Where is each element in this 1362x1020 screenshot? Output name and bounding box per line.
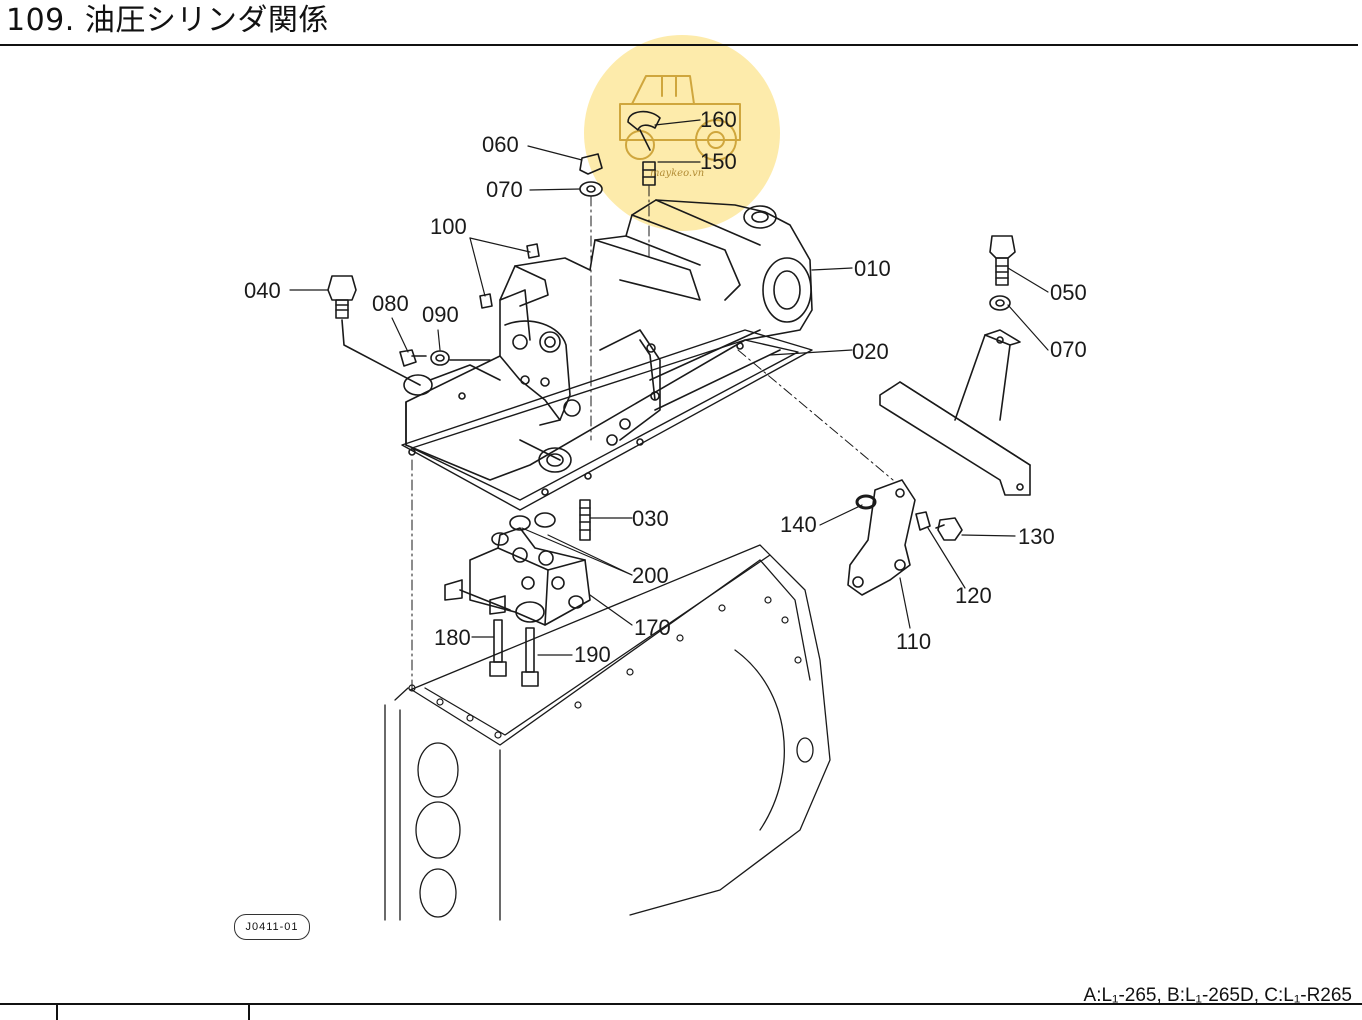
- callout-140: 140: [780, 512, 817, 537]
- hydraulic-cylinder-housing: [403, 199, 813, 496]
- nut-060: [579, 153, 603, 197]
- bolt-050: [989, 235, 1016, 311]
- callout-110: 110: [896, 629, 932, 654]
- o-rings: [491, 512, 556, 546]
- plug-080: [399, 349, 491, 367]
- leader-lines: [289, 119, 1049, 656]
- callout-090: 090: [422, 302, 459, 327]
- footer-column-divider: [248, 1003, 250, 1020]
- callout-180: 180: [434, 625, 471, 650]
- callout-060: 060: [482, 132, 519, 157]
- elbow-fitting: [627, 110, 661, 186]
- callout-130: 130: [1018, 524, 1055, 549]
- footer-rule: [0, 1003, 1362, 1005]
- drawing-code: J0411-01: [234, 914, 310, 940]
- set-screws: [479, 243, 540, 309]
- transmission-case: [384, 544, 831, 921]
- bracket-arm: [879, 329, 1031, 496]
- watermark-badge: [584, 35, 780, 231]
- applicable-models: A:L₁-265, B:L₁-265D, C:L₁-R265: [1083, 985, 1352, 1006]
- callout-150: 150: [700, 149, 737, 174]
- title-underline: [0, 44, 1358, 46]
- tractor-icon: [619, 75, 741, 161]
- callout-030: 030: [632, 506, 669, 531]
- callout-070-right: 070: [1050, 337, 1087, 362]
- support-plate: [847, 479, 916, 596]
- callout-170: 170: [634, 615, 671, 640]
- callout-120: 120: [955, 583, 992, 608]
- control-valve-block: [444, 527, 591, 626]
- center-lines: [411, 185, 894, 691]
- callout-010: 010: [854, 256, 891, 281]
- callout-050: 050: [1050, 280, 1087, 305]
- callout-040: 040: [244, 278, 281, 303]
- callout-080: 080: [372, 291, 409, 316]
- callout-100: 100: [430, 214, 467, 239]
- valve-bolts: [489, 619, 539, 687]
- callout-200: 200: [632, 563, 669, 588]
- callout-190: 190: [574, 642, 611, 667]
- callout-070-top: 070: [486, 177, 523, 202]
- bracket-fasteners: [855, 494, 963, 541]
- callout-160: 160: [700, 107, 737, 132]
- gasket: [401, 329, 813, 511]
- page-title: 109. 油圧シリンダ関係: [6, 3, 329, 38]
- footer-column-divider: [56, 1003, 58, 1020]
- stud-bolt: [579, 499, 591, 541]
- callout-020: 020: [852, 339, 889, 364]
- watermark-text: maykeo.vn: [650, 168, 705, 179]
